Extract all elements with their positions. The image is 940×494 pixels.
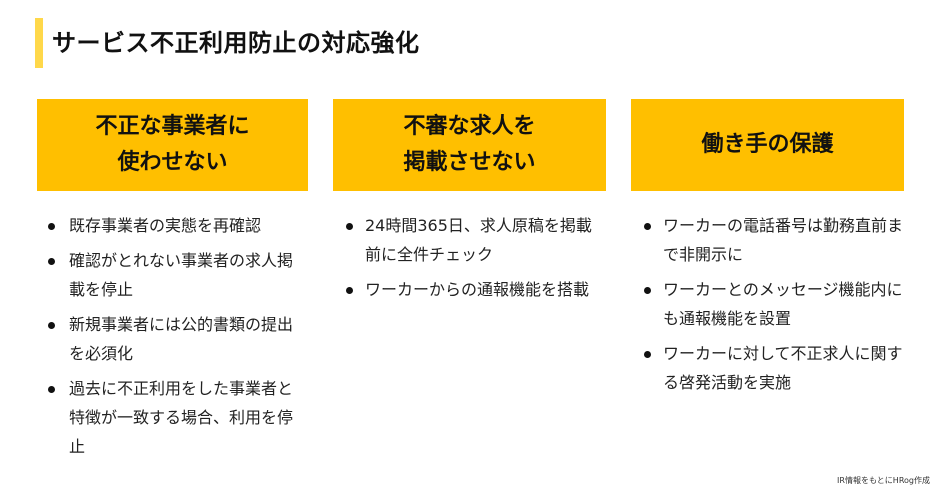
bullet-dot-icon xyxy=(48,322,55,329)
bullet-list: ワーカーの電話番号は勤務直前まで非開示に ワーカーとのメッセージ機能内にも通報機… xyxy=(631,211,904,397)
column-header-text: 不審な求人を 掲載させない xyxy=(403,114,536,175)
bullet-dot-icon xyxy=(346,287,353,294)
bullet-text: ワーカーからの通報機能を搭載 xyxy=(365,280,590,299)
bullet-dot-icon xyxy=(48,386,55,393)
bullet-text: 確認がとれない事業者の求人掲載を停止 xyxy=(69,251,294,299)
bullet-item: ワーカーとのメッセージ機能内にも通報機能を設置 xyxy=(631,275,904,333)
column-header-box: 不審な求人を 掲載させない xyxy=(333,99,606,191)
column-header-text: 不正な事業者に 使わせない xyxy=(95,114,250,175)
bullet-list: 既存事業者の実態を再確認 確認がとれない事業者の求人掲載を停止 新規事業者には公… xyxy=(37,211,308,461)
bullet-text: 過去に不正利用をした事業者と特徴が一致する場合、利用を停止 xyxy=(69,379,294,456)
bullet-dot-icon xyxy=(346,223,353,230)
title-accent-bar xyxy=(35,18,43,68)
column-header-box: 不正な事業者に 使わせない xyxy=(37,99,308,191)
bullet-dot-icon xyxy=(48,258,55,265)
bullet-list: 24時間365日、求人原稿を掲載前に全件チェック ワーカーからの通報機能を搭載 xyxy=(333,211,606,304)
bullet-text: ワーカーとのメッセージ機能内にも通報機能を設置 xyxy=(663,280,903,328)
bullet-text: 24時間365日、求人原稿を掲載前に全件チェック xyxy=(365,216,592,264)
bullet-dot-icon xyxy=(644,287,651,294)
column-header-text: 働き手の保護 xyxy=(701,132,834,157)
bullet-text: 既存事業者の実態を再確認 xyxy=(69,216,262,235)
bullet-dot-icon xyxy=(48,223,55,230)
column-worker-protection: 働き手の保護 ワーカーの電話番号は勤務直前まで非開示に ワーカーとのメッセージ機… xyxy=(631,99,904,403)
bullet-item: 確認がとれない事業者の求人掲載を停止 xyxy=(37,246,308,304)
bullet-text: ワーカーに対して不正求人に関する啓発活動を実施 xyxy=(663,344,903,392)
column-header-box: 働き手の保護 xyxy=(631,99,904,191)
bullet-text: 新規事業者には公的書類の提出を必須化 xyxy=(69,315,294,363)
page-title: サービス不正利用防止の対応強化 xyxy=(52,29,420,57)
bullet-dot-icon xyxy=(644,351,651,358)
column-fraudulent-businesses: 不正な事業者に 使わせない 既存事業者の実態を再確認 確認がとれない事業者の求人… xyxy=(37,99,308,467)
bullet-dot-icon xyxy=(644,223,651,230)
bullet-item: ワーカーに対して不正求人に関する啓発活動を実施 xyxy=(631,339,904,397)
bullet-item: ワーカーからの通報機能を搭載 xyxy=(333,275,606,304)
source-note: IR情報をもとにHRog作成 xyxy=(837,476,930,485)
bullet-item: 新規事業者には公的書類の提出を必須化 xyxy=(37,310,308,368)
bullet-item: 過去に不正利用をした事業者と特徴が一致する場合、利用を停止 xyxy=(37,374,308,461)
bullet-text: ワーカーの電話番号は勤務直前まで非開示に xyxy=(663,216,904,264)
bullet-item: 既存事業者の実態を再確認 xyxy=(37,211,308,240)
bullet-item: 24時間365日、求人原稿を掲載前に全件チェック xyxy=(333,211,606,269)
bullet-item: ワーカーの電話番号は勤務直前まで非開示に xyxy=(631,211,904,269)
column-suspicious-listings: 不審な求人を 掲載させない 24時間365日、求人原稿を掲載前に全件チェック ワ… xyxy=(333,99,606,310)
